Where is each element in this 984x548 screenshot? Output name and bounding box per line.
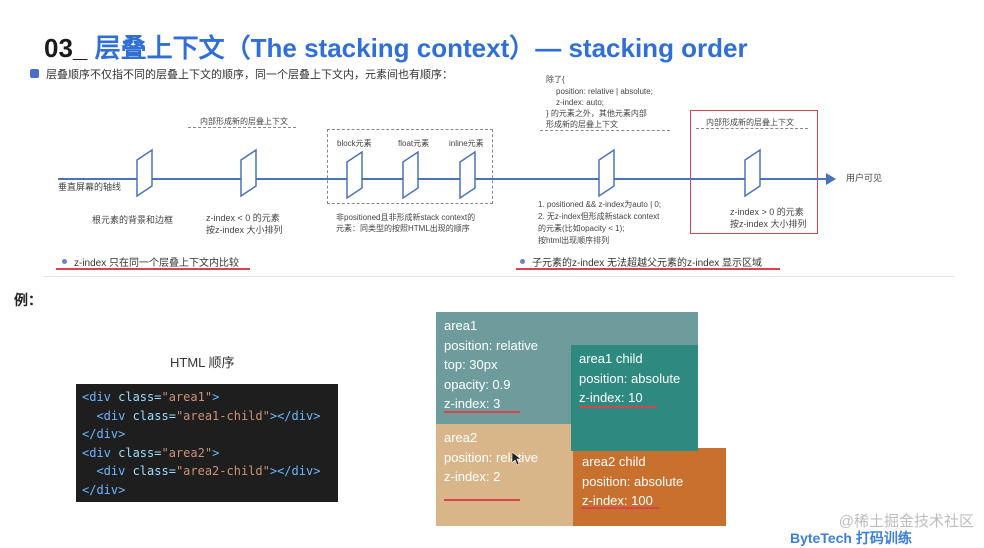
area1-position: position: relative xyxy=(444,337,538,353)
pos-zindex-label-1: z-index > 0 的元素 xyxy=(730,207,804,217)
logo: ByteTech 打码训练 xyxy=(790,530,912,546)
code-line: <div class="area1"> xyxy=(82,390,220,404)
area2-child-zindex-underline xyxy=(581,507,659,509)
mouse-cursor-icon xyxy=(512,452,522,466)
example-label: 例： xyxy=(14,292,42,308)
zero-zindex-line-3: 的元素(比如opacity < 1); xyxy=(538,224,625,233)
area2-child-box: area2 child position: absolute z-index: … xyxy=(573,448,726,526)
area1-child-zindex: z-index: 10 xyxy=(579,390,643,405)
code-line: <div class="area1-child"></div> xyxy=(82,408,321,423)
area2-child-zindex: z-index: 100 xyxy=(582,493,653,508)
inline-label: inline元素 xyxy=(449,139,484,148)
except-line-3: z-index: auto; xyxy=(556,98,605,107)
dashed-bracket-right xyxy=(696,128,808,129)
bullet-icon xyxy=(62,259,67,264)
area1-child-position: position: absolute xyxy=(579,370,681,386)
note-right-underline xyxy=(516,268,780,270)
area1-top: top: 30px xyxy=(444,357,498,372)
layer-plane-icon xyxy=(240,148,257,198)
zero-zindex-line-4: 按html出现顺序排列 xyxy=(538,236,610,245)
area2-child-name: area2 child xyxy=(582,454,646,469)
zero-zindex-line-2: 2. 无z-index但形成新stack context xyxy=(538,212,660,221)
code-block: <div class="area1"> <div class="area1-ch… xyxy=(76,384,338,502)
area1-child-zindex-underline xyxy=(579,406,657,408)
title-text: 层叠上下文（The stacking context）— stacking or… xyxy=(94,33,748,63)
box-right-label: 内部形成新的层叠上下文 xyxy=(706,118,794,127)
code-line: </div> xyxy=(82,427,126,442)
except-line-1: 除了{ xyxy=(546,75,565,84)
zero-zindex-line-1: 1. positioned && z-index为auto | 0; xyxy=(538,200,662,209)
dashed-bracket-left xyxy=(188,127,296,128)
layer-plane-icon xyxy=(346,150,363,200)
block-label: block元素 xyxy=(337,139,372,148)
float-label: float元素 xyxy=(398,139,430,148)
neg-zindex-label-1: z-index < 0 的元素 xyxy=(206,213,280,223)
area2-zindex: z-index: 2 xyxy=(444,469,501,484)
neg-zindex-label-2: 按z-index 大小排列 xyxy=(206,225,283,235)
area1-child-box: area1 child position: absolute z-index: … xyxy=(571,345,698,451)
area2-zindex-underline xyxy=(444,499,520,501)
html-order-label: HTML 顺序 xyxy=(170,355,235,370)
bg-border-label: 根元素的背景和边框 xyxy=(92,215,174,225)
layer-plane-icon xyxy=(459,150,476,200)
user-visible-label: 用户可见 xyxy=(846,173,883,183)
except-line-2: position: relative | absolute; xyxy=(556,87,653,96)
dashed-bracket-mid xyxy=(540,130,670,131)
area1-opacity: opacity: 0.9 xyxy=(444,376,511,392)
except-line-5: 形成新的层叠上下文 xyxy=(546,120,618,129)
pos-zindex-label-2: 按z-index 大小排列 xyxy=(730,219,807,229)
divider xyxy=(44,276,954,277)
layer-planes xyxy=(136,148,761,200)
except-line-4: } 的元素之外，其他元素内部 xyxy=(546,109,647,118)
inline-elements-box xyxy=(327,129,493,204)
watermark: @稀土掘金技术社区 xyxy=(838,513,974,530)
code-line: <div class="area2-child"></div> xyxy=(82,464,321,479)
non-positioned-label-1: 非positioned且非形成新stack context的 xyxy=(336,213,476,222)
non-positioned-label-2: 元素：同类型的按照HTML出现的顺序 xyxy=(336,224,470,233)
title-number: 03_ xyxy=(44,33,88,63)
area2-name: area2 xyxy=(444,430,478,445)
layer-plane-icon xyxy=(136,148,153,198)
axis-label: 垂直屏幕的轴线 xyxy=(58,182,122,192)
box-left-label: 内部形成新的层叠上下文 xyxy=(200,117,288,126)
square-bullet-icon xyxy=(30,69,39,78)
note-right: 子元素的z-index 无法超越父元素的z-index 显示区域 xyxy=(532,258,763,269)
code-line: </div> xyxy=(82,482,126,497)
bullet-icon xyxy=(520,259,525,264)
note-left-underline xyxy=(56,268,250,270)
intro-text: 层叠顺序不仅指不同的层叠上下文的顺序，同一个层叠上下文内，元素间也有顺序： xyxy=(46,69,453,81)
code-line: <div class="area2"> xyxy=(82,445,220,460)
axis-line xyxy=(58,178,828,180)
layer-plane-icon xyxy=(598,148,615,198)
area2-child-position: position: absolute xyxy=(582,473,684,489)
layer-plane-icon xyxy=(402,150,419,200)
area1-child-name: area1 child xyxy=(579,351,643,366)
area1-zindex-underline xyxy=(444,411,520,413)
area1-zindex: z-index: 3 xyxy=(444,396,501,411)
area1-name: area1 xyxy=(444,318,478,333)
note-left: z-index 只在同一个层叠上下文内比较 xyxy=(74,258,240,269)
page-title: 03_ 层叠上下文（The stacking context）— stackin… xyxy=(44,28,748,65)
layer-plane-icon xyxy=(744,148,761,198)
positive-zindex-box xyxy=(690,110,818,234)
axis-arrow-icon xyxy=(826,173,836,185)
